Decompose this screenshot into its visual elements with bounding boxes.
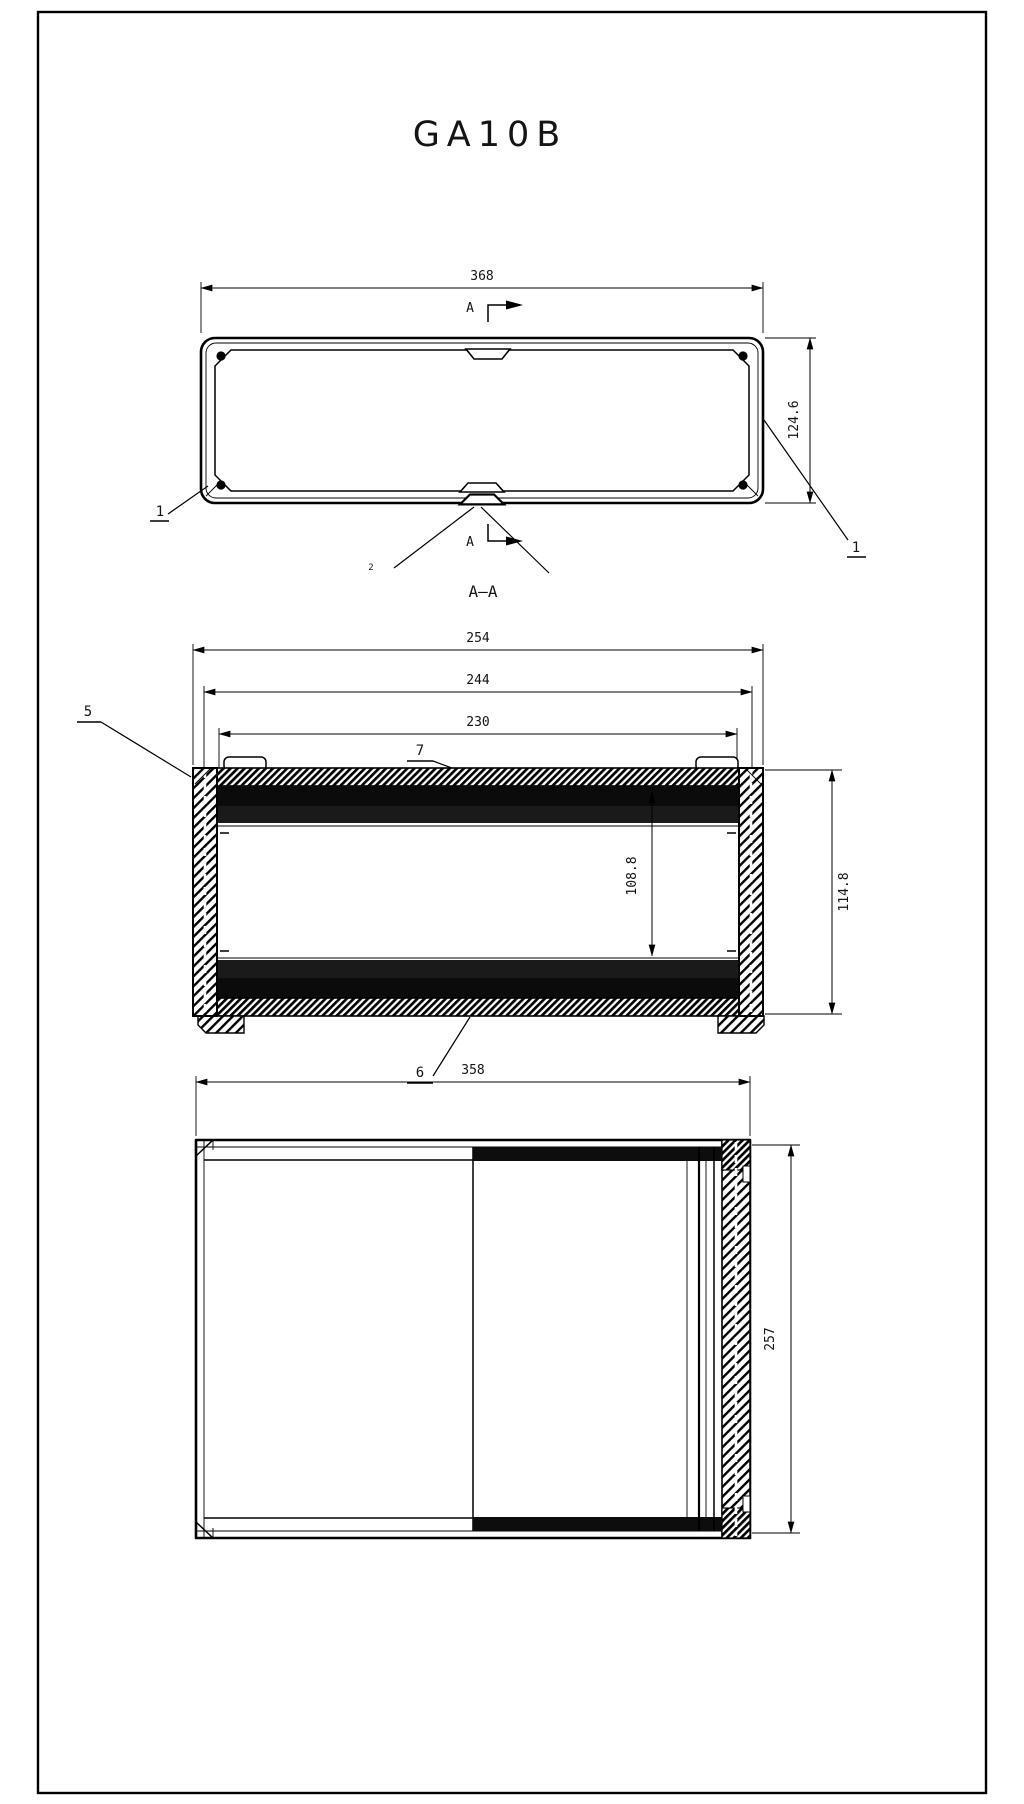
- dim-width-label: 368: [470, 269, 493, 284]
- latch-notch-bottom-inner: [458, 482, 506, 493]
- dim-label: 244: [466, 673, 490, 688]
- callout-label: 5: [84, 704, 92, 720]
- latch-callout: 2: [368, 506, 550, 574]
- top-band-right: [473, 1147, 722, 1161]
- corner-chamfer: [194, 767, 212, 785]
- section-marker-top: A: [466, 300, 523, 322]
- bottom-band-right: [473, 1517, 722, 1531]
- section-letter-top: A: [466, 301, 474, 316]
- screw-hole-icon: [738, 480, 748, 490]
- section-body: [192, 756, 765, 1034]
- section-letter-bottom: A: [466, 535, 474, 550]
- dim-label: 108.8: [625, 856, 640, 895]
- screw-hole-icon: [216, 351, 226, 361]
- dim-label: 257: [763, 1327, 778, 1350]
- bottom-view: 358: [194, 1063, 800, 1540]
- top-view-width-dimension: 368: [200, 269, 764, 333]
- foot: [717, 1015, 765, 1034]
- dim-label: 358: [461, 1063, 484, 1078]
- foot: [197, 1015, 245, 1034]
- top-view: 368 A: [150, 269, 866, 574]
- bottom-panel-band: [204, 978, 752, 998]
- edge-notch: [742, 1495, 751, 1513]
- callout-right: 1: [763, 419, 866, 558]
- callout-label: 1: [852, 540, 860, 556]
- section-view: A—A 254 244 230 5 7: [77, 582, 852, 1084]
- section-view-title: A—A: [469, 582, 498, 601]
- dim-label: 114.8: [837, 872, 852, 911]
- top-recess-band: [217, 806, 739, 823]
- base-section-hatch: [192, 997, 764, 1017]
- latch-notch-top: [464, 348, 512, 360]
- corner-detail: [745, 483, 759, 497]
- leader-line: [432, 1016, 471, 1077]
- lid-outer-edge: [199, 336, 765, 505]
- bottom-view-width-dimension: 358: [195, 1063, 751, 1136]
- cover-section-hatch: [192, 767, 764, 787]
- section-outer-depth-dimension: 114.8: [765, 769, 852, 1015]
- corner-chamfer: [195, 1521, 214, 1539]
- bottom-body: [194, 1138, 752, 1540]
- dim-label: 254: [466, 631, 490, 646]
- section-inner-depth-dimension: 108.8: [625, 791, 656, 957]
- leader-line: [100, 721, 192, 778]
- callout-label: 6: [416, 1065, 424, 1081]
- screw-holes: [216, 351, 748, 490]
- corner-detail: [205, 483, 219, 497]
- section-arrow-icon: [506, 536, 523, 546]
- screw-hole-icon: [216, 480, 226, 490]
- lid-outline: [199, 336, 765, 506]
- lid-inner-edge: [214, 349, 750, 492]
- section-cut-symbol: [487, 524, 508, 542]
- section-outer-width-dimension: 254: [192, 631, 764, 765]
- top-view-height-dimension: 124.6: [765, 337, 816, 504]
- callout-label: 1: [156, 504, 164, 520]
- callout-label: 7: [416, 743, 424, 759]
- screw-hole-icon: [738, 351, 748, 361]
- leader-line: [763, 419, 849, 541]
- dim-label: 230: [466, 715, 489, 730]
- callout-wall: 5: [77, 704, 192, 778]
- section-cut-symbol: [487, 304, 508, 322]
- section-marker-bottom: A: [466, 524, 523, 550]
- edge-notch: [742, 1165, 751, 1183]
- corner-chamfer: [195, 1139, 214, 1157]
- callout-left: 1: [150, 485, 209, 522]
- leader-line: [480, 506, 550, 574]
- dim-height-label: 124.6: [787, 400, 802, 439]
- section-lip-width-dimension: 244: [203, 673, 753, 770]
- bottom-view-depth-dimension: 257: [752, 1144, 800, 1534]
- leader-line: [393, 506, 475, 569]
- callout-label: 2: [368, 563, 373, 573]
- latch-bump-bottom-outer: [457, 493, 507, 506]
- section-arrow-icon: [506, 300, 523, 310]
- leader-line: [167, 485, 209, 515]
- corner-chamfer: [744, 767, 762, 785]
- top-panel-band: [204, 786, 752, 806]
- drawing-title: GA10B: [413, 115, 568, 155]
- bottom-recess-band: [217, 960, 739, 978]
